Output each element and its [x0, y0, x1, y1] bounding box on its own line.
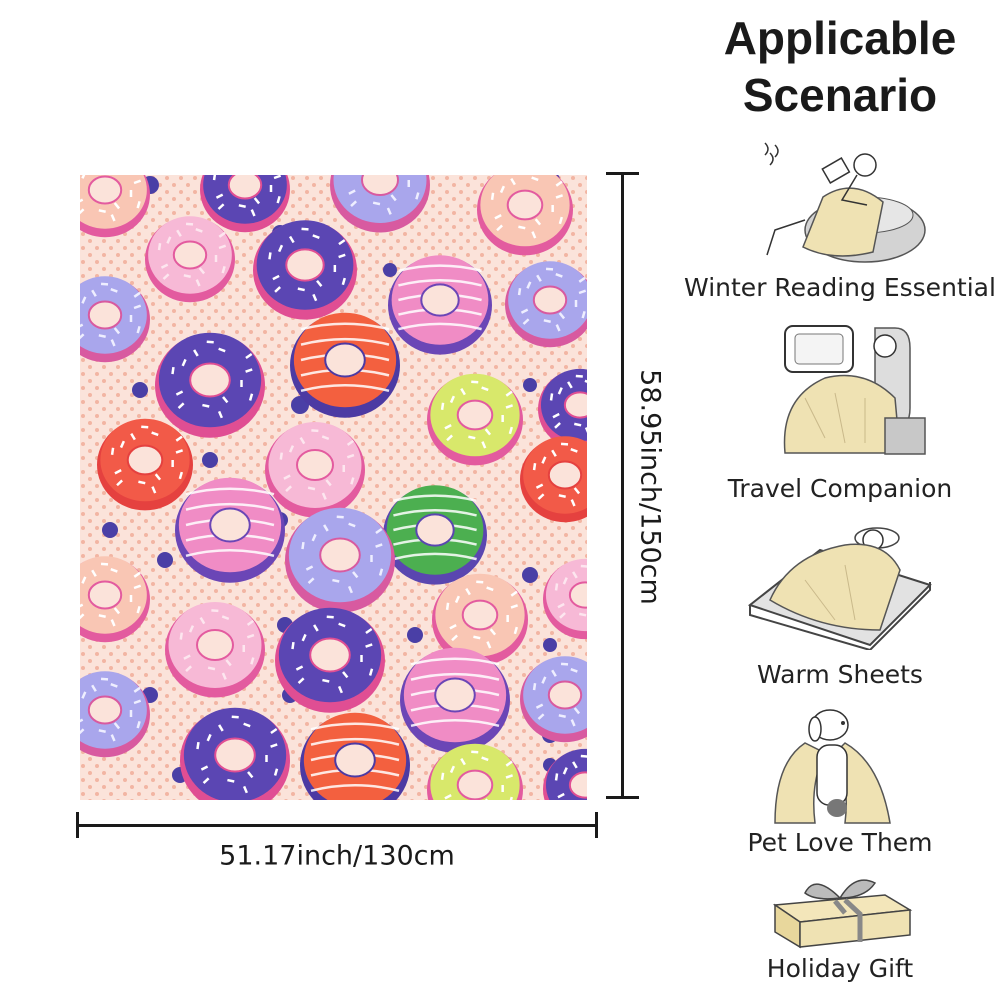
donut-print	[145, 216, 235, 303]
donut-print	[427, 743, 523, 800]
donut-print	[330, 175, 430, 233]
height-dimension-bottom-cap	[606, 796, 639, 799]
donut-print	[427, 373, 523, 466]
sprinkle-ball	[543, 638, 557, 652]
width-dimension-label: 51.17inch/130cm	[219, 840, 455, 872]
donut-print	[432, 573, 528, 666]
scenario-label-pet: Pet Love Them	[747, 828, 933, 857]
donut-print	[180, 707, 290, 800]
donut-print	[505, 261, 587, 348]
height-dimension-line	[621, 173, 624, 797]
donut-print	[477, 175, 573, 256]
width-dimension-line	[77, 824, 597, 827]
donut-print	[388, 255, 492, 355]
sprinkle-ball	[523, 378, 537, 392]
panel-title-line1: Applicable	[723, 12, 957, 64]
donut-print	[80, 175, 150, 238]
donut-print	[538, 368, 587, 450]
scenario-label-gift: Holiday Gift	[766, 954, 914, 983]
donut-print	[155, 332, 265, 438]
donut-print	[80, 556, 150, 643]
donut-print	[253, 220, 357, 320]
sprinkle-ball	[132, 382, 148, 398]
donut-print	[200, 175, 290, 233]
sprinkle-ball	[383, 263, 397, 277]
width-dimension-left-cap	[76, 812, 79, 838]
reading-person-icon	[764, 142, 926, 263]
donut-print	[290, 312, 400, 418]
sprinkle-ball	[102, 522, 118, 538]
donut-print	[383, 485, 487, 585]
donut-print	[175, 477, 285, 583]
width-dimension-right-cap	[595, 812, 598, 838]
donut-print	[520, 656, 587, 743]
scenario-label-reading: Winter Reading Essential	[684, 273, 996, 302]
donut-print	[265, 422, 365, 518]
blanket-image	[80, 175, 587, 800]
height-dimension-top-cap	[606, 172, 639, 175]
donut-print	[400, 647, 510, 753]
panel-title: Applicable Scenario	[680, 10, 1000, 124]
sprinkle-ball	[157, 552, 173, 568]
height-dimension-label: 58.95inch/150cm	[634, 369, 666, 605]
donut-print	[285, 507, 395, 613]
sprinkle-ball	[202, 452, 218, 468]
donut-print	[80, 671, 150, 758]
donut-print	[275, 607, 385, 713]
dog-blanket-icon	[774, 709, 891, 824]
donut-print	[80, 276, 150, 363]
bed-sleeping-icon	[747, 527, 932, 650]
donut-print	[520, 436, 587, 523]
sprinkle-ball	[407, 627, 423, 643]
gift-box-icon	[772, 879, 913, 949]
donut-print	[543, 748, 587, 800]
sprinkle-ball	[522, 567, 538, 583]
donut-print	[543, 558, 587, 640]
panel-title-line2: Scenario	[742, 69, 938, 121]
donut-print	[165, 602, 265, 698]
scenario-label-bed: Warm Sheets	[757, 660, 923, 689]
applicable-scenario-panel: Applicable Scenario Winter Reading Essen…	[680, 0, 1000, 1000]
scenario-label-travel: Travel Companion	[727, 474, 953, 503]
travel-seat-icon	[783, 325, 926, 455]
donut-print	[300, 712, 410, 800]
donut-print	[97, 418, 193, 511]
